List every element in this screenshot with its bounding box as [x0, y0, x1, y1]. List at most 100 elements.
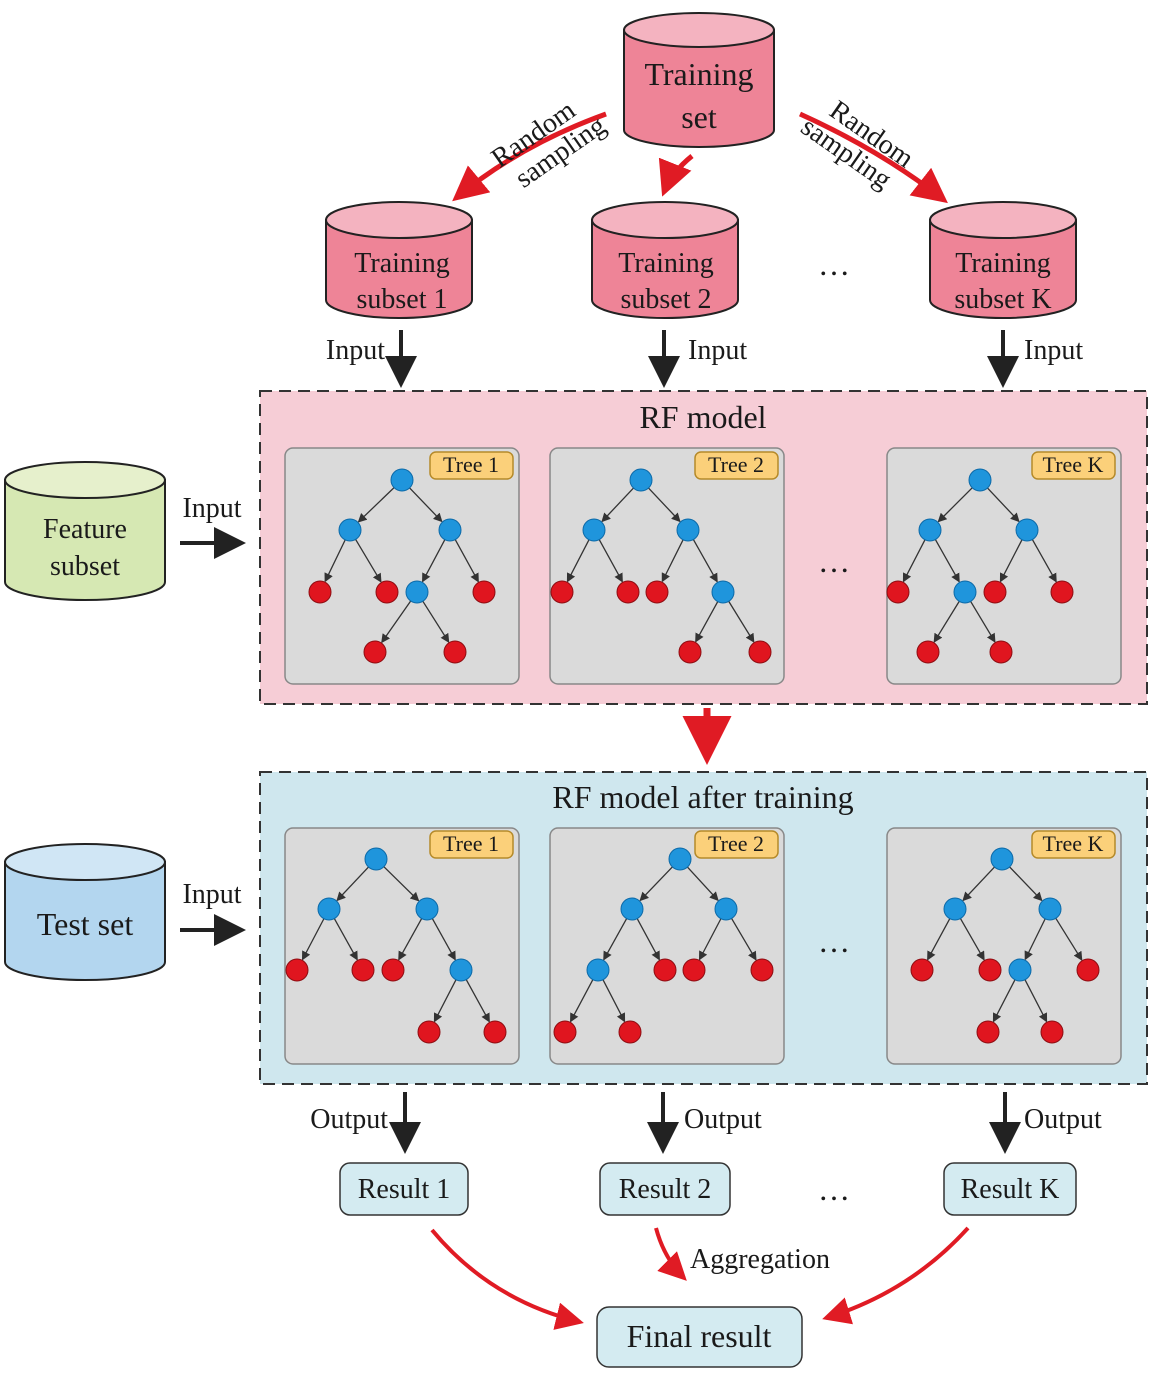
tree-edge [454, 539, 479, 583]
result-1-label: Result 1 [358, 1174, 451, 1205]
rf-tree-1-graph [308, 468, 496, 664]
tree-edge [566, 539, 590, 583]
tree-edge [433, 979, 457, 1023]
rf-tree-1-tag: Tree 1 [443, 452, 499, 477]
tree-internal-node [415, 897, 439, 921]
tree-edge [1024, 979, 1048, 1023]
tree-edge [639, 866, 673, 902]
tree-internal-node [1015, 518, 1039, 542]
training-subset-k-line1: Training [955, 248, 1050, 279]
tree-edge [731, 918, 757, 961]
test-input-label: Input [182, 879, 241, 910]
training-set-cylinder: Training set [623, 12, 775, 148]
tree-edge [999, 539, 1023, 583]
tree-internal-node [918, 518, 942, 542]
tree-leaf-node [351, 958, 375, 982]
tree-edge [992, 979, 1016, 1023]
tree-internal-node [714, 897, 738, 921]
tree-leaf-node [916, 640, 940, 664]
trained-tree-card-2: Tree 2 [549, 827, 785, 1065]
tree-edge [927, 918, 951, 961]
tree-internal-node [968, 468, 992, 492]
tree-edge [383, 866, 420, 902]
tree-edge [933, 601, 960, 643]
trained-tree-card-k: Tree K [886, 827, 1122, 1065]
tree-edge [962, 866, 995, 902]
tree-edge [422, 539, 446, 583]
tree-edge [959, 918, 985, 961]
tree-leaf-node [1050, 580, 1074, 604]
random-sampling-arrow-left [452, 111, 607, 202]
tree-edge [301, 918, 325, 961]
trained-tree-k-tag: Tree K [1043, 831, 1104, 856]
tree-edge [934, 539, 960, 583]
tree-edge [937, 487, 973, 523]
tree-edge [1031, 539, 1057, 583]
tree-leaf-node [750, 958, 774, 982]
tree-edge [570, 979, 594, 1023]
tree-leaf-node [645, 580, 669, 604]
input-label-subset-2: Input [688, 335, 747, 366]
tree-internal-node [990, 847, 1014, 871]
tree-edge [409, 487, 443, 523]
tree-edge [324, 539, 346, 583]
test-set-label: Test set [37, 906, 134, 942]
tree-leaf-node [678, 640, 702, 664]
tree-internal-node [711, 580, 735, 604]
tree-internal-node [1008, 958, 1032, 982]
rf-tree-card-2: Tree 2 [549, 447, 785, 685]
output-label-2: Output [684, 1104, 762, 1135]
trained-tree-k-graph [910, 847, 1100, 1044]
tree-leaf-node [443, 640, 467, 664]
tree-edge [1024, 918, 1046, 961]
rf-model-ellipsis: … [818, 543, 850, 579]
tree-edge [636, 918, 660, 961]
result-2-box: Result 2 [599, 1162, 731, 1216]
tree-internal-node [438, 518, 462, 542]
aggregation-arrow-middle [654, 1227, 687, 1281]
aggregation-arrow-right [822, 1226, 970, 1325]
tree-leaf-node [989, 640, 1013, 664]
result-1-box: Result 1 [339, 1162, 469, 1216]
rf-tree-2-graph [550, 468, 772, 664]
result-k-box: Result K [943, 1162, 1077, 1216]
tree-edge [431, 918, 456, 961]
tree-leaf-node [682, 958, 706, 982]
tree-leaf-node [1076, 958, 1100, 982]
tree-edge [902, 539, 926, 583]
tree-leaf-node [653, 958, 677, 982]
output-label-1: Output [310, 1104, 388, 1135]
tree-leaf-node [308, 580, 332, 604]
final-result-label: Final result [627, 1318, 772, 1354]
rf-tree-card-1: Tree 1 [284, 447, 520, 685]
tree-internal-node [582, 518, 606, 542]
tree-internal-node [953, 580, 977, 604]
training-set-label-line1: Training [644, 56, 753, 92]
tree-leaf-node [976, 1020, 1000, 1044]
tree-edge [598, 539, 623, 583]
tree-leaf-node [1040, 1020, 1064, 1044]
input-label-subset-k: Input [1024, 335, 1083, 366]
test-set-cylinder: Test set [4, 843, 166, 981]
rf-tree-k-tag: Tree K [1043, 452, 1104, 477]
tree-edge [728, 601, 755, 643]
feature-subset-line1: Feature [43, 514, 127, 545]
tree-internal-node [1038, 897, 1062, 921]
feature-input-label: Input [182, 493, 241, 524]
training-subset-2-line2: subset 2 [621, 284, 712, 315]
aggregation-label: Aggregation [690, 1244, 830, 1275]
trained-tree-2-graph [553, 847, 774, 1044]
tree-leaf-node [886, 580, 910, 604]
tree-edge [695, 601, 719, 643]
training-subset-1-line2: subset 1 [357, 284, 448, 315]
tree-leaf-node [978, 958, 1002, 982]
input-label-subset-1: Input [326, 335, 385, 366]
training-subset-2-cylinder: Training subset 2 [591, 201, 739, 319]
tree-leaf-node [983, 580, 1007, 604]
training-set-label-line2: set [681, 99, 717, 135]
result-2-label: Result 2 [619, 1174, 712, 1205]
tree-edge [603, 918, 628, 961]
tree-edge [987, 487, 1020, 523]
result-k-label: Result K [961, 1174, 1060, 1205]
tree-internal-node [364, 847, 388, 871]
